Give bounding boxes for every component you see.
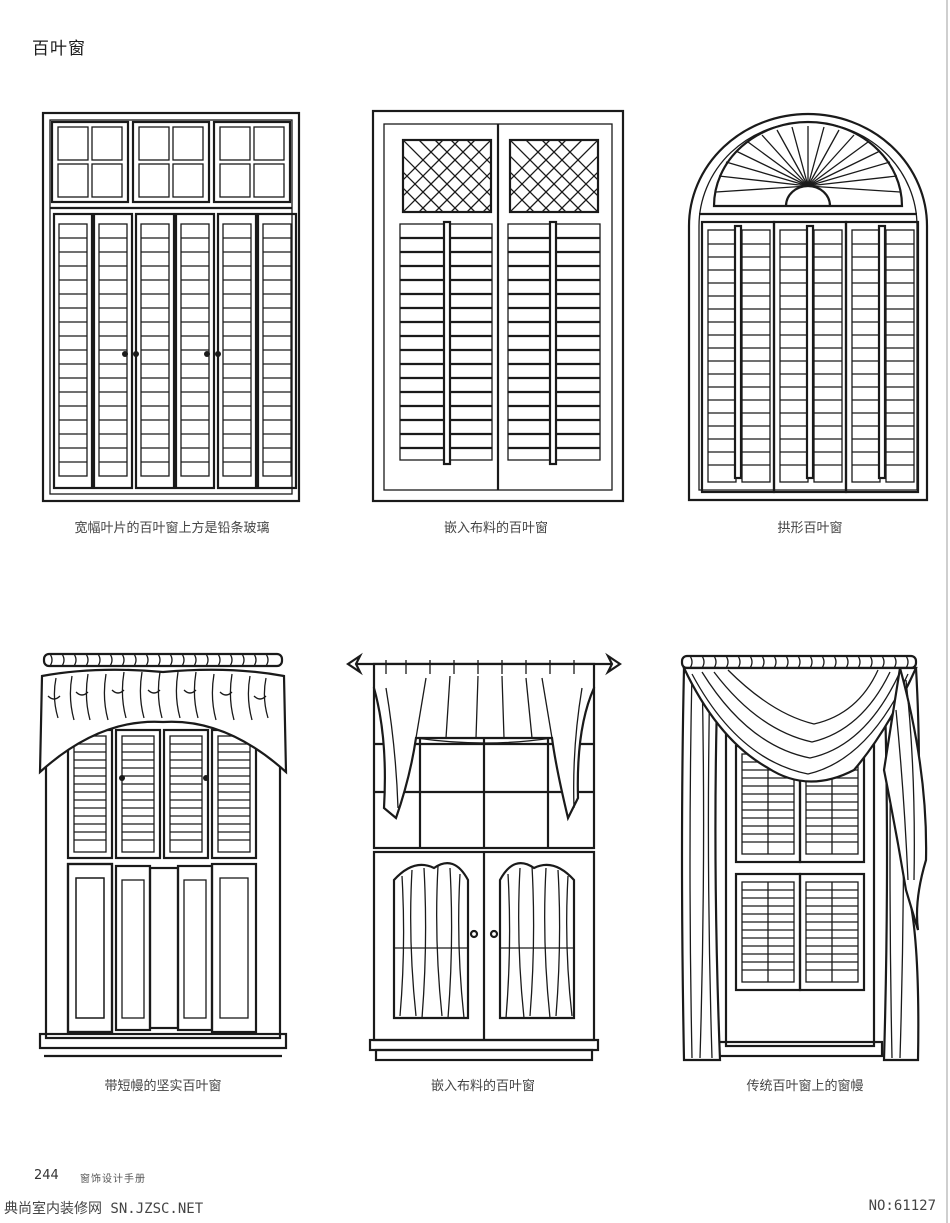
watermark-left: 典尚室内装修网 SN.JZSC.NET [4, 1201, 204, 1217]
page-edge-divider [946, 0, 948, 1223]
caption-illustration-6: 传统百叶窗上的窗幔 [746, 1079, 864, 1094]
illustration-solid-shutters-with-valance [36, 648, 290, 1068]
caption-illustration-2: 嵌入布料的百叶窗 [443, 521, 548, 536]
caption-illustration-3: 拱形百叶窗 [777, 521, 843, 536]
illustration-arched-shutters [686, 106, 930, 504]
illustration-traditional-shutters-with-swag [678, 650, 934, 1068]
watermark-right: NO:61127 [868, 1198, 936, 1214]
book-title: 窗饰设计手册 [80, 1174, 146, 1185]
illustration-fabric-insert-shutters [370, 108, 626, 504]
page-title: 百叶窗 [32, 39, 86, 59]
page-number: 244 [34, 1168, 59, 1183]
caption-illustration-1: 宽幅叶片的百叶窗上方是铅条玻璃 [74, 521, 270, 536]
caption-illustration-4: 带短幔的坚实百叶窗 [104, 1079, 222, 1094]
caption-illustration-5: 嵌入布料的百叶窗 [430, 1079, 535, 1094]
illustration-wide-louver-shutters [40, 110, 302, 506]
illustration-fabric-insert-shutters-with-tab-valance [346, 648, 622, 1064]
